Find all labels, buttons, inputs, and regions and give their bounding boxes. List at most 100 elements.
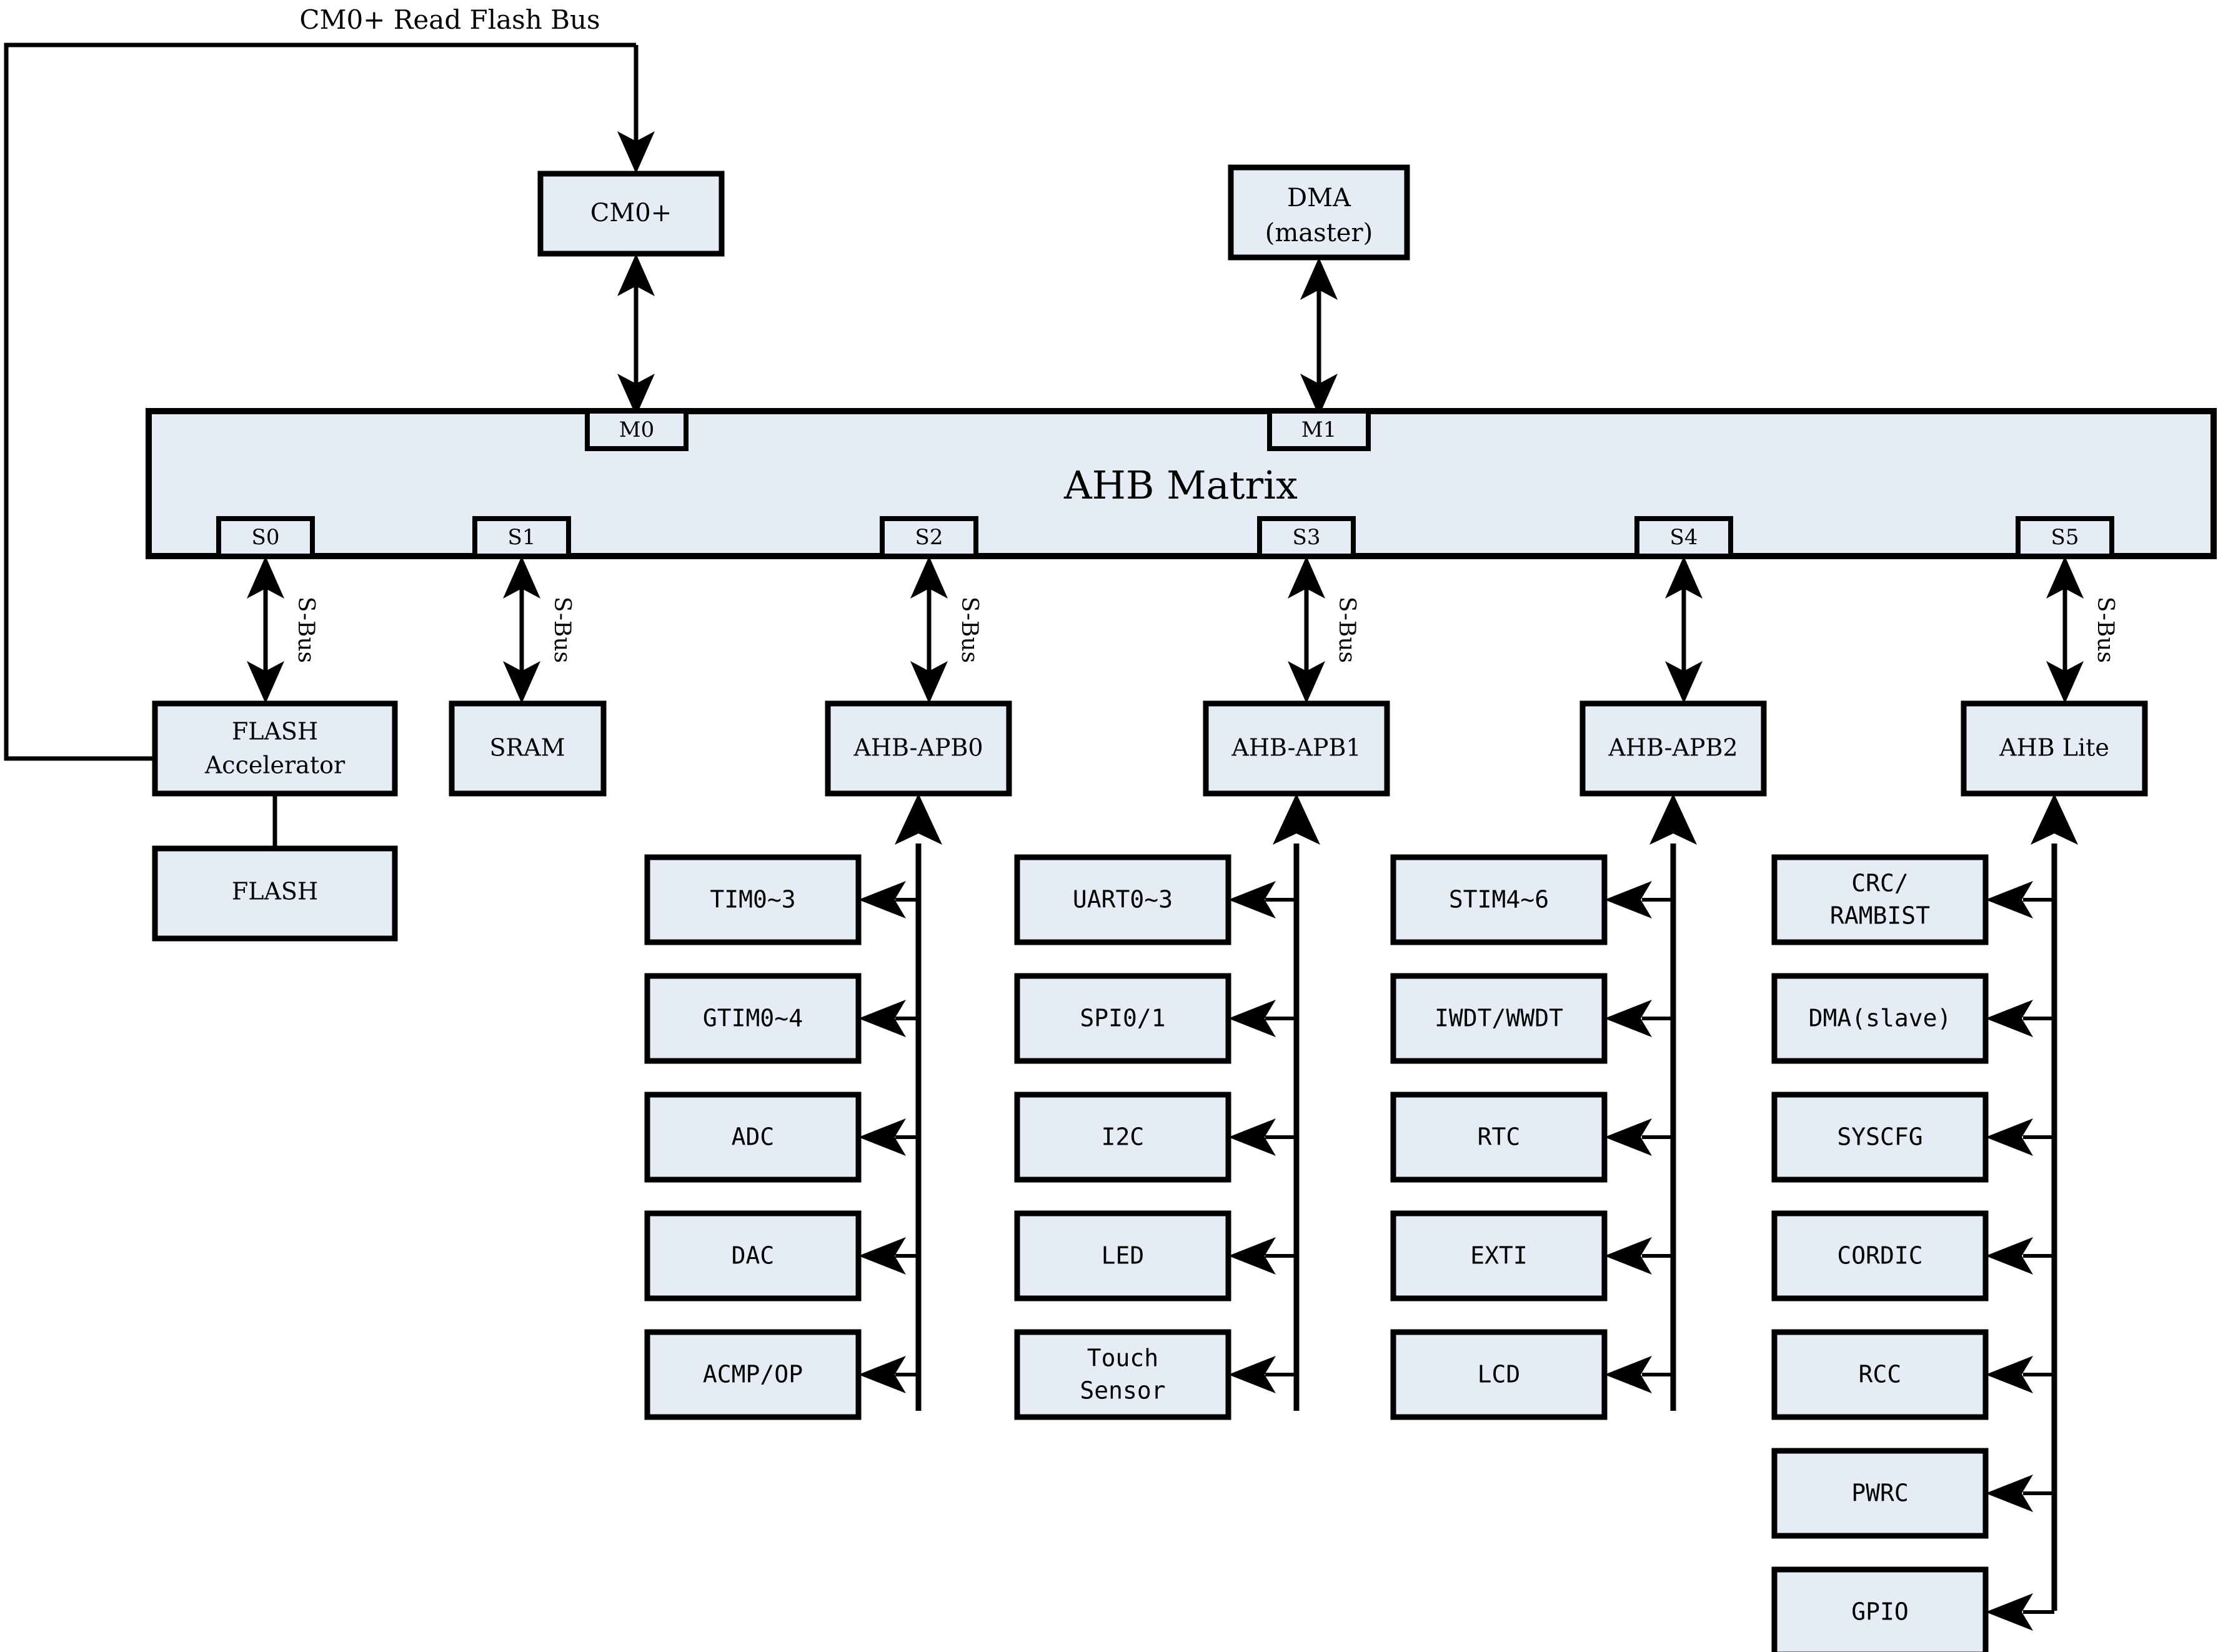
peripheral-syscfg[interactable]: SYSCFG <box>1771 1092 2054 1183</box>
s2-bus-label: S-Bus <box>957 597 982 663</box>
s1-bus-label: S-Bus <box>549 597 575 663</box>
peripheral-gtim0-4[interactable]: GTIM0~4 <box>644 973 918 1064</box>
peripheral-spi0-1-label: SPI0/1 <box>1080 1005 1165 1032</box>
peripheral-spi0-1[interactable]: SPI0/1 <box>1014 973 1296 1064</box>
peripheral-exti[interactable]: EXTI <box>1390 1210 1673 1301</box>
flash-accelerator-label-line2: Accelerator <box>204 752 346 779</box>
peripheral-uart0-3-label: UART0~3 <box>1073 886 1173 913</box>
ahblite-spine <box>2031 794 2078 1611</box>
cm0-block[interactable]: CM0+ <box>537 171 725 257</box>
ahb-apb2-block[interactable]: AHB-APB2 <box>1579 700 1767 797</box>
cm0-read-flash-bus-label: CM0+ Read Flash Bus <box>299 4 600 35</box>
peripheral-acmp-op[interactable]: ACMP/OP <box>644 1329 918 1420</box>
ahb-lite-block[interactable]: AHB Lite <box>1961 700 2148 797</box>
peripheral-crc-rambist-label-line1: CRC/ <box>1851 870 1909 897</box>
s5-bus-arrow: S-Bus <box>2046 556 2118 704</box>
peripheral-rtc-label: RTC <box>1478 1123 1521 1151</box>
peripheral-iwdt-wwdt-label: IWDT/WWDT <box>1435 1005 1563 1032</box>
peripheral-crc-rambist[interactable]: CRC/ RAMBIST <box>1771 854 2054 945</box>
dma-to-m1-bus <box>1300 257 1338 416</box>
s0-bus-arrow: S-Bus <box>247 556 319 704</box>
matrix-port-s3-label: S3 <box>1293 525 1321 550</box>
flash-block[interactable]: FLASH <box>152 845 398 942</box>
matrix-port-s3[interactable]: S3 <box>1257 516 1356 559</box>
peripheral-rcc-label: RCC <box>1859 1361 1902 1388</box>
peripheral-pwrc[interactable]: PWRC <box>1771 1448 2054 1539</box>
ahb-lite-label: AHB Lite <box>1999 734 2109 762</box>
s3-bus-arrow: S-Bus <box>1288 556 1360 704</box>
peripheral-tim0-3[interactable]: TIM0~3 <box>644 854 918 945</box>
matrix-port-s0-label: S0 <box>252 525 280 550</box>
dma-master-label-line1: DMA <box>1287 184 1351 212</box>
matrix-port-m1-label: M1 <box>1301 417 1336 442</box>
peripheral-gpio-label: GPIO <box>1851 1598 1909 1626</box>
peripheral-stim4-6-label: STIM4~6 <box>1449 886 1549 913</box>
peripheral-crc-rambist-label-line2: RAMBIST <box>1830 902 1930 930</box>
dma-master-block[interactable]: DMA (master) <box>1228 164 1410 261</box>
peripheral-touch-sensor-label-line2: Sensor <box>1080 1377 1165 1405</box>
matrix-port-s1-label: S1 <box>508 525 536 550</box>
apb2-spine <box>1649 794 1697 1411</box>
peripheral-lcd[interactable]: LCD <box>1390 1329 1673 1420</box>
flash-accelerator-label-line1: FLASH <box>232 718 318 745</box>
peripheral-stim4-6[interactable]: STIM4~6 <box>1390 854 1673 945</box>
peripheral-touch-sensor[interactable]: Touch Sensor <box>1014 1329 1296 1420</box>
peripheral-iwdt-wwdt[interactable]: IWDT/WWDT <box>1390 973 1673 1064</box>
matrix-port-s4-label: S4 <box>1670 525 1698 550</box>
ahb-matrix[interactable]: AHB Matrix <box>146 408 2217 559</box>
peripheral-dac[interactable]: DAC <box>644 1210 918 1301</box>
peripheral-rtc[interactable]: RTC <box>1390 1092 1673 1183</box>
peripheral-exti-label: EXTI <box>1470 1242 1528 1270</box>
peripheral-led-label: LED <box>1102 1242 1145 1270</box>
sram-block[interactable]: SRAM <box>449 700 607 797</box>
peripheral-adc[interactable]: ADC <box>644 1092 918 1183</box>
s2-bus-arrow: S-Bus <box>910 556 982 704</box>
matrix-port-m0-label: M0 <box>619 417 654 442</box>
matrix-port-s2[interactable]: S2 <box>880 516 978 559</box>
apb1-spine <box>1273 794 1320 1411</box>
apb0-spine <box>895 794 942 1411</box>
matrix-port-s5-label: S5 <box>2051 525 2079 550</box>
ahb-apb0-label: AHB-APB0 <box>853 734 983 762</box>
peripheral-i2c[interactable]: I2C <box>1014 1092 1296 1183</box>
s5-bus-label: S-Bus <box>2092 597 2118 663</box>
peripheral-tim0-3-label: TIM0~3 <box>710 886 795 913</box>
ahb-apb2-label: AHB-APB2 <box>1608 734 1738 762</box>
flash-label: FLASH <box>232 878 318 905</box>
cm0-to-m0-bus <box>617 254 655 416</box>
peripheral-dac-label: DAC <box>732 1242 775 1270</box>
matrix-port-m0[interactable]: M0 <box>585 409 689 451</box>
cm0-read-flash-bus-path <box>4 42 636 761</box>
peripheral-cordic-label: CORDIC <box>1837 1242 1922 1270</box>
peripheral-touch-sensor-label-line1: Touch <box>1087 1345 1158 1372</box>
peripheral-rcc[interactable]: RCC <box>1771 1329 2054 1420</box>
flashbus-to-cm0-arrow <box>617 45 655 174</box>
peripheral-lcd-label: LCD <box>1478 1361 1521 1388</box>
peripheral-cordic[interactable]: CORDIC <box>1771 1210 2054 1301</box>
peripheral-gpio[interactable]: GPIO <box>1771 1566 2054 1652</box>
peripheral-dma-slave-label: DMA(slave) <box>1809 1005 1952 1032</box>
matrix-port-s4[interactable]: S4 <box>1634 516 1733 559</box>
peripheral-uart0-3[interactable]: UART0~3 <box>1014 854 1296 945</box>
flash-accelerator-block[interactable]: FLASH Accelerator <box>152 700 398 797</box>
matrix-port-s1[interactable]: S1 <box>472 516 571 559</box>
ahb-apb1-block[interactable]: AHB-APB1 <box>1203 700 1390 797</box>
peripheral-syscfg-label: SYSCFG <box>1837 1123 1922 1151</box>
s0-bus-label: S-Bus <box>293 597 319 663</box>
ahb-apb1-label: AHB-APB1 <box>1231 734 1361 762</box>
peripheral-led[interactable]: LED <box>1014 1210 1296 1301</box>
peripheral-i2c-label: I2C <box>1102 1123 1145 1151</box>
matrix-port-m1[interactable]: M1 <box>1267 409 1371 451</box>
matrix-port-s0[interactable]: S0 <box>216 516 315 559</box>
peripheral-dma-slave[interactable]: DMA(slave) <box>1771 973 2054 1064</box>
ahb-apb0-block[interactable]: AHB-APB0 <box>825 700 1012 797</box>
matrix-port-s2-label: S2 <box>915 525 943 550</box>
sram-label: SRAM <box>490 734 565 762</box>
s1-bus-arrow: S-Bus <box>503 556 575 704</box>
matrix-port-s5[interactable]: S5 <box>2016 516 2114 559</box>
dma-master-label-line2: (master) <box>1265 219 1373 247</box>
s4-bus-arrow <box>1665 556 1703 704</box>
ahb-matrix-label: AHB Matrix <box>1063 462 1298 508</box>
